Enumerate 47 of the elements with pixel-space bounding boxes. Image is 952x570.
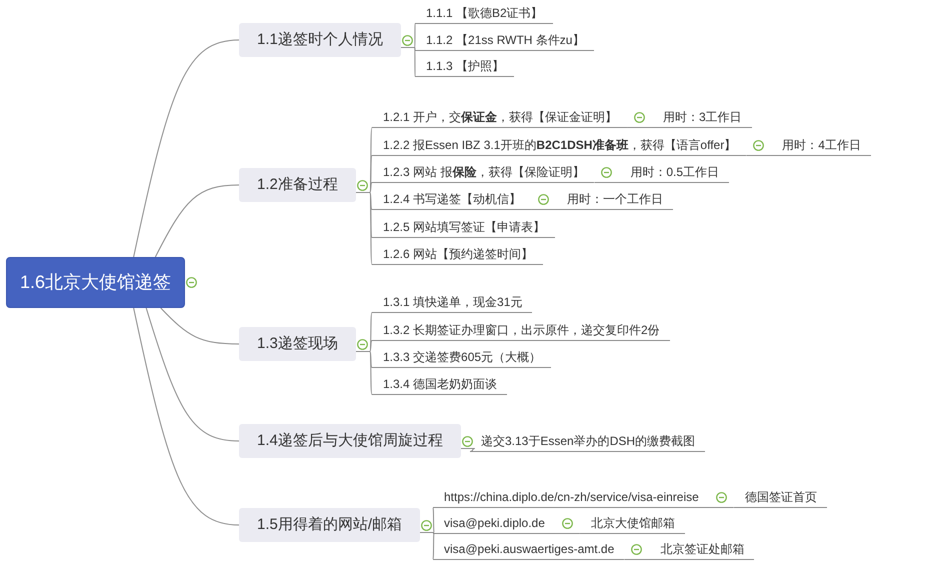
connector-line bbox=[746, 155, 772, 156]
connector-line bbox=[460, 448, 476, 452]
topic-box: 1.4递签后与大使馆周旋过程 bbox=[239, 424, 461, 458]
subtopic-label: visa@peki.auswaertiges-amt.de bbox=[433, 538, 624, 560]
subtopic-label: 1.3.3 交递签费605元（大概） bbox=[372, 346, 552, 368]
connector-line bbox=[708, 507, 734, 508]
subtopic-label: 1.2.4 书写递签【动机信】 bbox=[372, 188, 532, 210]
subtopic-label: visa@peki.diplo.de bbox=[433, 512, 555, 534]
topic-box: 1.3递签现场 bbox=[239, 327, 356, 361]
connector-line bbox=[133, 308, 240, 526]
subtopic-label: 递交3.13于Essen举办的DSH的缴费截图 bbox=[470, 430, 706, 452]
topic-box: 1.2准备过程 bbox=[239, 168, 356, 202]
connector-line bbox=[400, 47, 416, 77]
connector-line bbox=[133, 40, 240, 258]
subtopic-label: 北京大使馆邮箱 bbox=[580, 512, 685, 534]
subtopic-label: 德国签证首页 bbox=[734, 486, 827, 508]
subtopic-label: 1.1.2 【21ss RWTH 条件zu】 bbox=[415, 29, 594, 51]
connector-line bbox=[626, 127, 653, 128]
subtopic-label: 1.2.6 网站【预约递签时间】 bbox=[372, 243, 544, 265]
subtopic-label: 1.2.2 报Essen IBZ 3.1开班的B2C1DSH准备班，获得【语言offer】 bbox=[372, 134, 746, 156]
subtopic-label: 用时：4工作日 bbox=[771, 134, 871, 156]
subtopic-label: 1.2.1 开户，交保证金，获得【保证金证明】 bbox=[372, 106, 628, 128]
topic-box: 1.1递签时个人情况 bbox=[239, 23, 401, 57]
connector-line bbox=[554, 533, 580, 534]
subtopic-label: 1.1.1 【歌德B2证书】 bbox=[415, 2, 553, 24]
connector-line bbox=[355, 192, 372, 265]
connector-line bbox=[154, 184, 240, 258]
subtopic-label: 用时：一个工作日 bbox=[556, 188, 674, 210]
connector-line bbox=[594, 182, 620, 183]
subtopic-label: 1.3.2 长期签证办理窗口，出示原件，递交复印件2份 bbox=[372, 319, 670, 341]
central-topic-box: 1.6北京大使馆递签 bbox=[6, 257, 185, 308]
subtopic-label: 1.3.1 填快递单，现金31元 bbox=[372, 291, 532, 313]
connector-line bbox=[146, 308, 240, 442]
connector-line bbox=[160, 308, 240, 344]
topic-box: 1.5用得着的网站/邮箱 bbox=[239, 508, 420, 542]
subtopic-label: 1.1.3 【护照】 bbox=[415, 55, 514, 77]
subtopic-label: https://china.diplo.de/cn-zh/service/visa-einreise bbox=[433, 486, 709, 508]
connector-line bbox=[420, 532, 435, 560]
subtopic-label: 用时：3工作日 bbox=[652, 106, 752, 128]
connector-line bbox=[624, 559, 650, 560]
subtopic-label: 1.3.4 德国老奶奶面谈 bbox=[372, 373, 508, 395]
connector-line bbox=[530, 209, 557, 210]
subtopic-label: 用时：0.5工作日 bbox=[619, 161, 730, 183]
connector-line bbox=[355, 351, 372, 395]
subtopic-label: 1.2.3 网站 报保险，获得【保险证明】 bbox=[372, 161, 594, 183]
subtopic-label: 北京签证处邮箱 bbox=[649, 538, 754, 560]
subtopic-label: 1.2.5 网站填写签证【申请表】 bbox=[372, 216, 556, 238]
